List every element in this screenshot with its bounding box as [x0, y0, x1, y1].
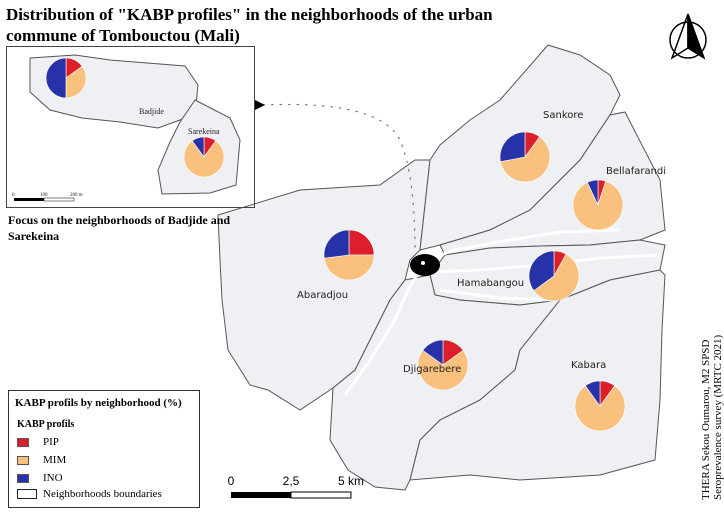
legend-item-ino: INO	[17, 471, 63, 485]
central-lake	[410, 254, 440, 276]
scalebar: 0 2,5 5 km	[228, 474, 364, 499]
inset-focus-caption: Focus on the neighborhoods of Badjide an…	[8, 213, 231, 243]
inset-labels: Badjide Sarekeina 0 100 200 m	[12, 107, 220, 198]
inset-scalebar-white	[43, 197, 75, 202]
pie-slice-hamabangou-mim	[533, 253, 580, 302]
pie-slice-sarekeina-mim	[183, 140, 225, 178]
pie-badjide	[45, 57, 87, 99]
map-title: Distribution of "KABP profiles" in the n…	[6, 5, 493, 45]
legend-item-boundaries: Neighborhoods boundaries	[17, 487, 162, 501]
scalebar-black-segment	[231, 492, 291, 498]
legend-subtitle: KABP profils	[17, 419, 75, 430]
pie-slice-bellafarandi-mim	[572, 180, 624, 231]
legend-label-mim: MIM	[43, 454, 67, 466]
north-arrow-icon	[669, 13, 707, 60]
legend-label-ino: INO	[43, 472, 63, 484]
legend-item-mim: MIM	[17, 453, 66, 467]
pie-slice-badjide-mim	[65, 65, 87, 99]
scalebar-tick-mid: 2,5	[283, 474, 300, 488]
connector-arrowhead-icon	[255, 100, 265, 110]
scalebar-tick-0: 0	[228, 474, 235, 488]
road-line	[343, 269, 422, 396]
legend-swatch-ino	[17, 473, 29, 483]
inset-scalebar-black	[14, 198, 44, 201]
legend-label-boundaries: Neighborhoods boundaries	[43, 488, 162, 500]
pie-slice-hamabangou-ino	[528, 250, 555, 292]
legend-item-pip: PIP	[17, 435, 59, 449]
pie-abaradjou	[323, 229, 375, 281]
pie-slice-djigarebere-ino	[422, 339, 444, 366]
pie-bellafarandi	[572, 179, 624, 231]
legend-swatch-boundaries	[17, 489, 37, 499]
legend-swatch-pip	[17, 437, 29, 447]
pie-slice-sankore-mim	[500, 136, 551, 183]
inset-scale-tick-2: 200 m	[70, 193, 83, 198]
pie-slice-bellafarandi-ino	[586, 179, 599, 206]
pie-sarekeina	[183, 136, 225, 178]
pie-charts	[45, 57, 626, 432]
legend-swatch-mim	[17, 455, 29, 465]
inset-scale-tick-1: 100	[40, 193, 48, 198]
credit-line-1: THERA Sekou Oumarou, M2 SPSD	[700, 339, 712, 500]
inset-frame	[6, 46, 255, 208]
pie-slice-kabara-ino	[584, 380, 601, 407]
pie-djigarebere	[417, 339, 469, 391]
pie-slice-abaradjou-ino	[323, 229, 350, 259]
pie-slice-djigarebere-mim	[417, 349, 469, 391]
pie-sankore	[499, 131, 551, 183]
pie-slice-kabara-mim	[574, 385, 626, 432]
pie-slice-sarekeina-ino	[191, 136, 205, 158]
scalebar-white-segment	[290, 491, 352, 499]
inset-scale-tick-0: 0	[12, 193, 15, 198]
credit-line-2: Seroprevalence survey (MRTC 2021)	[712, 334, 724, 500]
central-lake-marker	[421, 261, 425, 265]
neighborhood-labels: Sankore Bellafarandi Abaradjou Hamabango…	[297, 110, 666, 375]
pie-slice-abaradjou-mim	[323, 254, 375, 281]
label-djigarebere: Djigarebere	[403, 364, 461, 375]
inset-scalebar	[14, 197, 75, 202]
pie-slice-badjide-ino	[45, 57, 67, 99]
pie-hamabangou	[528, 250, 580, 302]
legend-title: KABP profils by neighborhood (%)	[15, 397, 182, 409]
label-abaradjou: Abaradjou	[297, 290, 348, 301]
pie-slice-sankore-ino	[499, 131, 526, 163]
label-sarekeina: Sarekeina	[188, 127, 220, 136]
label-badjide: Badjide	[139, 107, 164, 116]
label-hamabangou: Hamabangou	[457, 278, 524, 289]
scalebar-tick-end: 5 km	[338, 474, 364, 488]
road-line	[439, 288, 556, 302]
pie-kabara	[574, 380, 626, 432]
pie-slice-abaradjou-pip	[348, 229, 375, 256]
road-line	[419, 228, 621, 264]
legend-label-pip: PIP	[43, 436, 59, 448]
legend: KABP profils by neighborhood (%) KABP pr…	[8, 390, 200, 508]
label-bellafarandi: Bellafarandi	[606, 166, 666, 177]
label-sankore: Sankore	[543, 110, 583, 121]
label-kabara: Kabara	[571, 360, 606, 371]
